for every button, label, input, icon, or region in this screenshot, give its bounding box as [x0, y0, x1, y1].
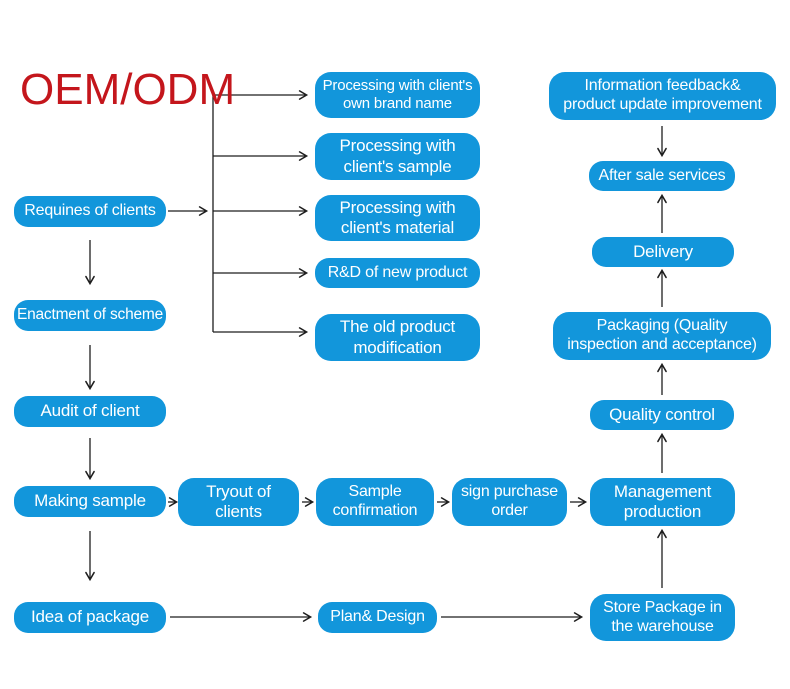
- node-sign-purchase-order: sign purchase order: [452, 478, 567, 526]
- node-plan-design: Plan& Design: [318, 602, 437, 633]
- node-quality-control: Quality control: [590, 400, 734, 430]
- node-information-feedback: Information feedback& product update imp…: [549, 72, 776, 120]
- node-enactment-of-scheme: Enactment of scheme: [14, 300, 166, 331]
- node-processing-client-sample: Processing with client's sample: [315, 133, 480, 180]
- node-idea-of-package: Idea of package: [14, 602, 166, 633]
- node-processing-client-material: Processing with client's material: [315, 195, 480, 241]
- node-audit-of-client: Audit of client: [14, 396, 166, 427]
- node-processing-own-brand: Processing with client's own brand name: [315, 72, 480, 118]
- diagram-title: OEM/ODM: [20, 65, 236, 114]
- node-store-package-warehouse: Store Package in the warehouse: [590, 594, 735, 641]
- node-packaging-quality-inspection: Packaging (Quality inspection and accept…: [553, 312, 771, 360]
- node-old-product-modification: The old product modification: [315, 314, 480, 361]
- node-delivery: Delivery: [592, 237, 734, 267]
- node-rd-of-new-product: R&D of new product: [315, 258, 480, 288]
- node-management-production: Management production: [590, 478, 735, 526]
- node-sample-confirmation: Sample confirmation: [316, 478, 434, 526]
- node-making-sample: Making sample: [14, 486, 166, 517]
- node-after-sale-services: After sale services: [589, 161, 735, 191]
- node-tryout-of-clients: Tryout of clients: [178, 478, 299, 526]
- node-requines-of-clients: Requines of clients: [14, 196, 166, 227]
